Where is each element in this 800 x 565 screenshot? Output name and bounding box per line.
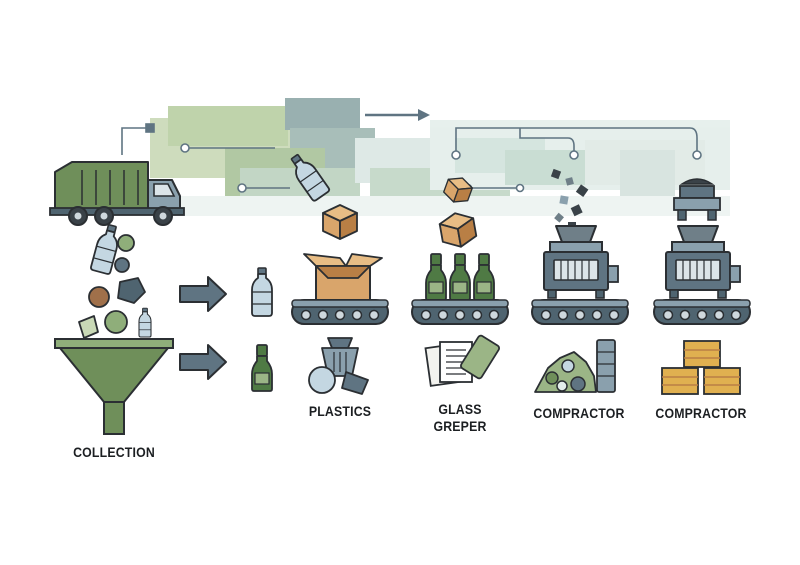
- label-plastics: PLASTICS: [308, 403, 372, 419]
- can-icon: [117, 234, 135, 252]
- conveyor-belt-icon: [653, 299, 751, 325]
- cardboard-bale-icon: [661, 340, 741, 395]
- plastic-bottle-icon: [251, 267, 273, 317]
- cardboard-box-icon: [322, 204, 358, 240]
- paper-ball-icon: [88, 286, 110, 308]
- plastic-bottle-icon: [138, 307, 152, 338]
- garbage-truck-icon: [49, 161, 185, 226]
- crushed-can-icon: [117, 277, 146, 304]
- glass-bottle-icon: [425, 253, 447, 301]
- glass-bottle-icon: [251, 344, 273, 392]
- can-icon: [114, 257, 130, 273]
- debris-particles: [550, 168, 589, 230]
- label-compractor-2: COMPRACTOR: [655, 405, 747, 421]
- shredder-machine-icon: [665, 225, 741, 299]
- background-blocks: [150, 98, 730, 216]
- conveyor-belt-icon: [291, 299, 389, 325]
- conveyor-belt-icon: [531, 299, 629, 325]
- small-shredder-icon: [673, 178, 721, 221]
- glass-bottle-icon: [449, 253, 471, 301]
- arrow-right-icon: [179, 344, 227, 380]
- paper-ball-icon: [104, 310, 128, 334]
- glass-bottle-icon: [473, 253, 495, 301]
- falling-waste-items: [78, 222, 152, 339]
- shredder-machine-icon: [543, 225, 619, 299]
- conveyor-belt-icon: [411, 299, 509, 325]
- arrow-right-icon: [179, 276, 227, 312]
- sorted-plastics-icon: [308, 337, 369, 395]
- label-glass: GLASS: [438, 401, 482, 417]
- funnel-icon: [54, 338, 174, 435]
- open-cardboard-box-icon: [303, 253, 383, 301]
- label-collection: COLLECTION: [73, 444, 155, 460]
- label-glass-greper: GLASS GREPER: [414, 401, 506, 435]
- label-greper: GREPER: [433, 418, 487, 434]
- label-compractor-1: COMPRACTOR: [533, 405, 625, 421]
- top-flow-arrow: [365, 109, 430, 121]
- scrap-icon: [78, 315, 99, 339]
- scrap-pile-icon: [534, 339, 616, 393]
- cardboard-box-icon: [437, 209, 479, 251]
- paper-sheets-icon: [424, 334, 501, 387]
